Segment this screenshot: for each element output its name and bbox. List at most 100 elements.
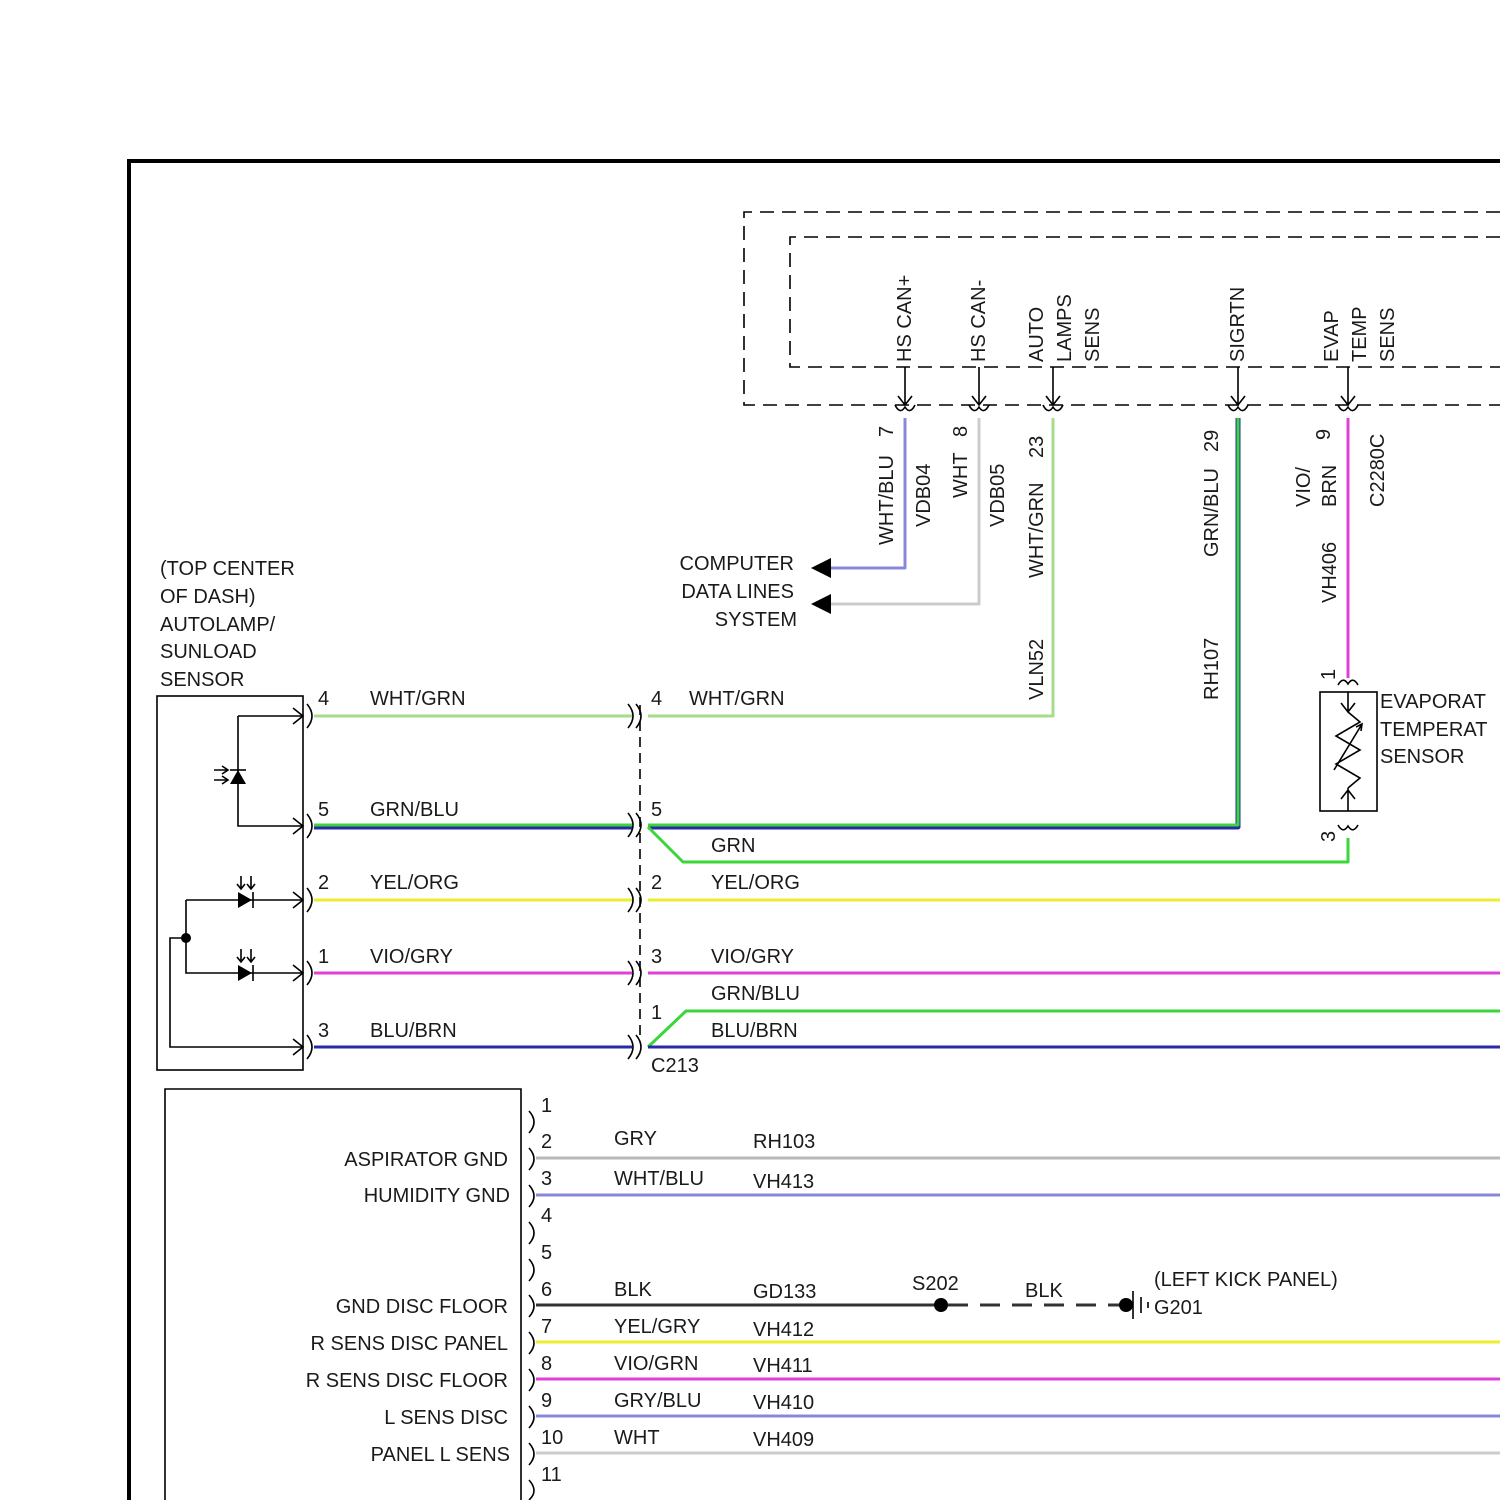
c213-color: YEL/ORG xyxy=(711,872,800,894)
lower-pin: 9 xyxy=(541,1390,552,1412)
c213-color: GRN/BLU xyxy=(711,983,800,1005)
pin-label-line: SENS xyxy=(1377,308,1399,362)
module-pin-label: R SENS DISC PANEL xyxy=(311,1333,508,1355)
sensor-wire-color: WHT/GRN xyxy=(370,688,466,710)
lower-wire-color: GRY xyxy=(614,1128,657,1150)
sensor-label-line: SENSOR xyxy=(160,669,244,691)
data-lines-label: COMPUTER xyxy=(680,553,794,575)
splice-and-ground: S202 BLK (LEFT KICK PANEL) G201 xyxy=(912,1269,1338,1319)
wire-color-label: WHT/BLU xyxy=(876,455,898,545)
lower-pin: 4 xyxy=(541,1205,552,1227)
c213-color: WHT/GRN xyxy=(689,688,785,710)
lower-circuit: RH103 xyxy=(753,1131,815,1153)
splice-wire-color: BLK xyxy=(1025,1280,1063,1302)
sensor-label-line: AUTOLAMP/ xyxy=(160,614,276,636)
connector-c213: 4 WHT/GRN 5 GRN 2 YEL/ORG 3 VIO/GRY 1 GR… xyxy=(628,688,800,1077)
photodiode-icon xyxy=(238,892,252,908)
sensor-body xyxy=(157,696,303,1070)
lower-pin: 5 xyxy=(541,1242,552,1264)
ground-name: G201 xyxy=(1154,1297,1203,1319)
ground-location: (LEFT KICK PANEL) xyxy=(1154,1269,1338,1291)
lower-circuit: GD133 xyxy=(753,1281,816,1303)
sensor-pin: 5 xyxy=(318,799,329,821)
pin-number: 7 xyxy=(876,426,898,437)
arrow-left-icon xyxy=(811,558,831,578)
lower-wire-color: BLK xyxy=(614,1279,652,1301)
pin-label-line: TEMP xyxy=(1349,306,1371,362)
module-pin-label: PANEL L SENS xyxy=(371,1444,510,1466)
c213-pin: 4 xyxy=(651,688,662,710)
evap-label-line: TEMPERAT xyxy=(1380,719,1487,741)
lower-pin: 10 xyxy=(541,1427,563,1449)
lower-circuit: VH411 xyxy=(753,1355,813,1377)
pin-number: 29 xyxy=(1201,430,1223,452)
pin-number: 23 xyxy=(1026,436,1048,458)
pin-label-line: LAMPS xyxy=(1054,294,1076,362)
ground-icon xyxy=(1133,1291,1148,1319)
lower-wire-color: YEL/GRY xyxy=(614,1316,700,1338)
sensor-label-line: SUNLOAD xyxy=(160,641,257,663)
lower-circuit: VH412 xyxy=(753,1319,814,1341)
pin-label: SIGRTN xyxy=(1227,287,1249,362)
module-pin-sigrtn: SIGRTN 29 GRN/BLU RH107 xyxy=(1201,287,1249,700)
evap-label-line: SENSOR xyxy=(1380,746,1464,768)
c213-color: GRN xyxy=(711,835,755,857)
sensor-wire-color: VIO/GRY xyxy=(370,946,453,968)
pin-label: HS CAN- xyxy=(968,280,990,362)
evap-label-line: EVAPORAT xyxy=(1380,691,1486,713)
module-pin-label: GND DISC FLOOR xyxy=(336,1296,508,1318)
lower-pin: 7 xyxy=(541,1316,552,1338)
data-lines-label: DATA LINES xyxy=(681,581,794,603)
data-lines-label: SYSTEM xyxy=(715,609,797,631)
wire-color-label: BRN xyxy=(1319,465,1341,507)
sensor-wire-color: GRN/BLU xyxy=(370,799,459,821)
c213-pin: 2 xyxy=(651,872,662,894)
wire-color-label: VIO/ xyxy=(1293,467,1315,507)
circuit-label: VDB05 xyxy=(987,464,1009,527)
lower-module: ASPIRATOR GND HUMIDITY GND GND DISC FLOO… xyxy=(165,1089,816,1500)
circuit-label: VH406 xyxy=(1319,542,1341,603)
lower-pin: 6 xyxy=(541,1279,552,1301)
wire-color-label: GRN/BLU xyxy=(1201,468,1223,557)
evaporator-temperature-sensor: 1 3 EVAPORAT TEMPERAT SENSOR xyxy=(1318,669,1487,842)
sensor-label-line: (TOP CENTER xyxy=(160,558,295,580)
splice-label: S202 xyxy=(912,1273,959,1295)
connector-label: C2280C xyxy=(1367,434,1389,507)
pin-label-line: AUTO xyxy=(1026,307,1048,362)
lower-wire-color: VIO/GRN xyxy=(614,1353,698,1375)
lower-wire-color: GRY/BLU xyxy=(614,1390,701,1412)
evap-pin: 3 xyxy=(1318,831,1340,842)
photodiode-icon xyxy=(230,770,246,784)
sensor-pin: 4 xyxy=(318,688,329,710)
lower-pin: 8 xyxy=(541,1353,552,1375)
ground-dot xyxy=(1119,1298,1133,1312)
lower-wire-color: WHT xyxy=(614,1427,660,1449)
sensor-pin: 2 xyxy=(318,872,329,894)
c213-color: BLU/BRN xyxy=(711,1020,798,1042)
lower-pin: 2 xyxy=(541,1131,552,1153)
module-pin-label: R SENS DISC FLOOR xyxy=(306,1370,508,1392)
sensor-label-line: OF DASH) xyxy=(160,586,256,608)
pin-number: 8 xyxy=(950,426,972,437)
sensor-wire-color: YEL/ORG xyxy=(370,872,459,894)
wire-color-label: WHT xyxy=(950,452,972,498)
module-pin-evap-temp-sens: EVAP TEMP SENS 9 VIO/ BRN C2280C VH406 xyxy=(1293,306,1399,603)
pin-label-line: SENS xyxy=(1082,308,1104,362)
lower-pin: 3 xyxy=(541,1168,552,1190)
junction-dot xyxy=(181,933,191,943)
sensor-wire-color: BLU/BRN xyxy=(370,1020,457,1042)
pin-label: HS CAN+ xyxy=(894,275,916,362)
c213-pin: 5 xyxy=(651,799,662,821)
circuit-label: VLN52 xyxy=(1026,639,1048,700)
splice-dot xyxy=(934,1298,948,1312)
module-pin-label: L SENS DISC xyxy=(384,1407,508,1429)
lower-circuit: VH413 xyxy=(753,1171,814,1193)
lower-pin: 11 xyxy=(541,1464,562,1486)
sensor-pin: 3 xyxy=(318,1020,329,1042)
pin-number: 9 xyxy=(1313,429,1335,440)
autolamp-sunload-sensor: (TOP CENTER OF DASH) AUTOLAMP/ SUNLOAD S… xyxy=(157,558,466,1070)
c213-name: C213 xyxy=(651,1055,699,1077)
lower-circuit: VH410 xyxy=(753,1392,814,1414)
computer-data-lines-ref: COMPUTER DATA LINES SYSTEM xyxy=(680,553,831,631)
